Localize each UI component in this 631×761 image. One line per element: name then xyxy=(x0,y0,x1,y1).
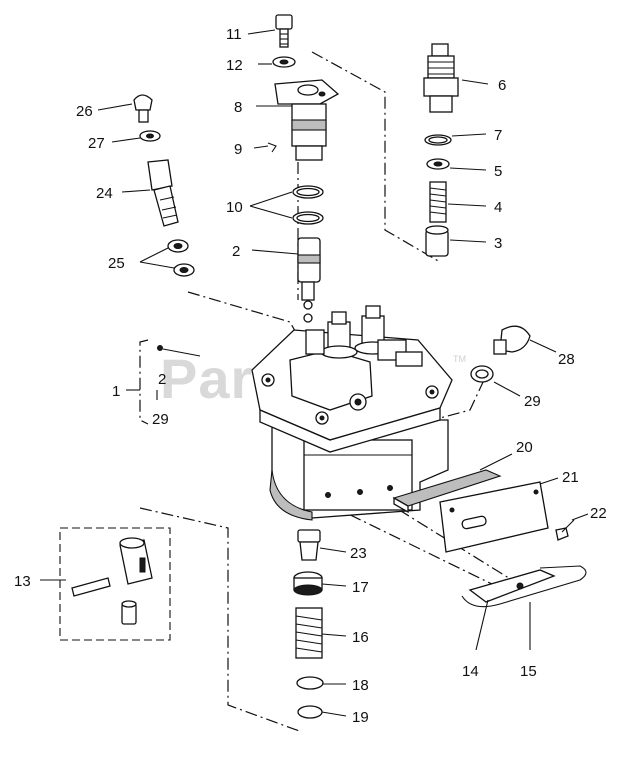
callout-7: 7 xyxy=(494,127,502,144)
callout-17: 17 xyxy=(352,579,369,596)
callout-labels: 11 12 8 9 10 2 26 27 24 25 6 7 5 4 3 1 2… xyxy=(14,26,607,726)
pump-body xyxy=(251,305,453,521)
plate-14 xyxy=(468,569,556,603)
banjo-fitting-24 xyxy=(147,159,179,227)
callout-10: 10 xyxy=(226,199,243,216)
callout-16: 16 xyxy=(352,629,369,646)
spring-seat-18 xyxy=(296,676,324,690)
screw-22 xyxy=(555,519,575,541)
callout-11: 11 xyxy=(226,26,242,43)
plunger-spring-16 xyxy=(295,607,323,659)
callout-14: 14 xyxy=(462,663,479,680)
callout-8: 8 xyxy=(234,99,242,116)
callout-13: 13 xyxy=(14,573,31,590)
tappet-23 xyxy=(297,529,321,561)
callout-29: 29 xyxy=(524,393,541,410)
callout-22: 22 xyxy=(590,505,607,522)
callout-15: 15 xyxy=(520,663,537,680)
gasket-20 xyxy=(392,469,502,514)
assembly-bracket-1 xyxy=(139,339,201,425)
callout-26: 26 xyxy=(76,103,93,120)
callout-4: 4 xyxy=(494,199,502,216)
banjo-bolt-26 xyxy=(133,94,153,123)
gasket-7 xyxy=(424,134,452,146)
callout-18: 18 xyxy=(352,677,369,694)
wire-clip-15 xyxy=(461,565,587,608)
callout-12: 12 xyxy=(226,57,243,74)
delivery-valve-holder-8 xyxy=(274,79,340,161)
washer-29 xyxy=(470,365,494,383)
washer-5 xyxy=(426,158,450,170)
spring-seat-17 xyxy=(293,571,323,596)
washer-27 xyxy=(139,130,161,142)
callout-19: 19 xyxy=(352,709,369,726)
callout-9: 9 xyxy=(234,141,242,158)
callout-28: 28 xyxy=(558,351,575,368)
callout-2-plunger: 2 xyxy=(232,243,240,260)
cover-plate-21 xyxy=(439,481,549,553)
bolt-11 xyxy=(275,14,293,48)
inset-13 xyxy=(59,527,171,641)
o-rings-10 xyxy=(292,185,324,225)
washers-25 xyxy=(167,239,195,277)
watermark-trademark: TM xyxy=(453,354,466,364)
leader-lines xyxy=(40,29,589,717)
shim-19 xyxy=(297,705,323,719)
callout-21: 21 xyxy=(562,469,579,486)
washer-12 xyxy=(272,56,296,68)
callout-1: 1 xyxy=(112,383,120,400)
callout-20: 20 xyxy=(516,439,533,456)
valve-seat-3 xyxy=(425,225,449,257)
spring-4 xyxy=(429,181,447,223)
delivery-valve-6 xyxy=(423,43,459,113)
callout-29-assembly: 29 xyxy=(152,411,169,428)
callout-24: 24 xyxy=(96,185,113,202)
pin-9 xyxy=(267,142,277,153)
callout-5: 5 xyxy=(494,163,502,180)
callout-6: 6 xyxy=(498,77,506,94)
callout-23: 23 xyxy=(350,545,367,562)
callout-25: 25 xyxy=(108,255,125,272)
cap-28 xyxy=(493,325,531,355)
callout-2-assembly: 2 xyxy=(158,371,166,388)
callout-27: 27 xyxy=(88,135,105,152)
plunger-element-2 xyxy=(297,237,321,323)
callout-3: 3 xyxy=(494,235,502,252)
